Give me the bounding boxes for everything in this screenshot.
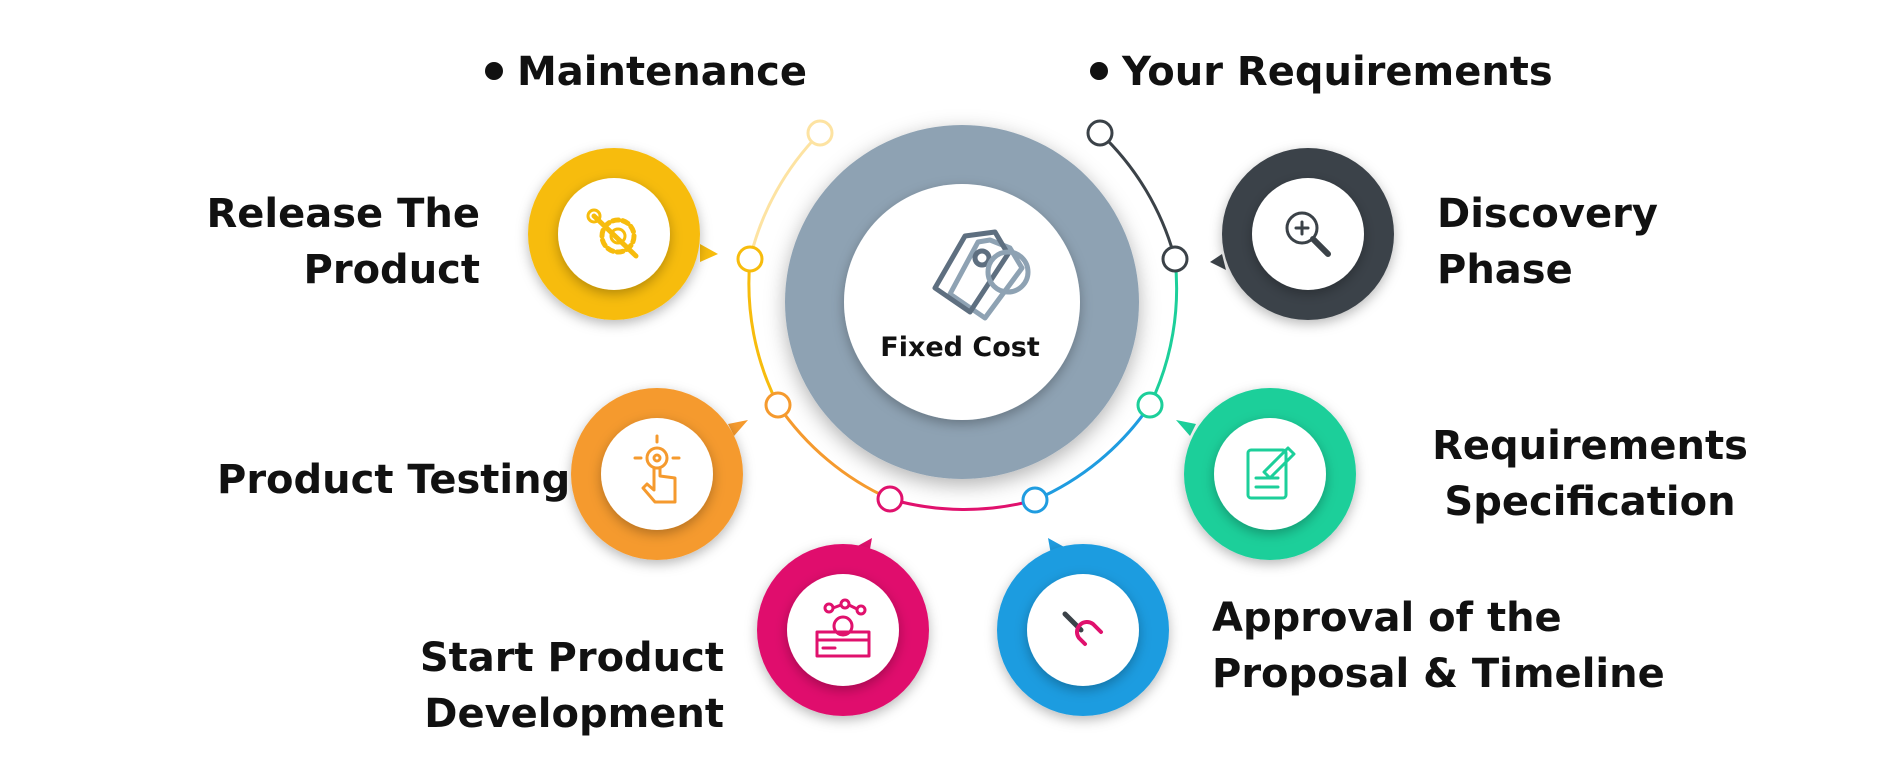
connector-dot [1136, 391, 1164, 419]
label-line: Release The [206, 191, 480, 237]
center-title: Fixed Cost [880, 332, 1040, 363]
badge-inner-disc [1214, 418, 1326, 530]
label-line: Product Testing [217, 457, 571, 503]
step-badge-requirements [1176, 388, 1356, 560]
label-discovery: Discovery Phase [1437, 186, 1658, 298]
label-line: Discovery [1437, 191, 1658, 237]
label-testing: Product Testing [217, 452, 570, 508]
label-approval: Approval of the Proposal & Timeline [1212, 590, 1665, 702]
bullet-dot [1090, 62, 1108, 80]
magnifier-icon [1285, 211, 1331, 257]
connector-dot [1161, 245, 1189, 273]
connector-dot [736, 245, 764, 273]
label-line: Requirements [1432, 423, 1748, 469]
handshake-icon [1062, 611, 1103, 646]
badge-inner-disc [601, 418, 713, 530]
label-requirements: Requirements Specification [1400, 418, 1780, 530]
step-badge-approval [997, 538, 1169, 716]
price-tag-icon [932, 229, 1031, 321]
badge-pointer [728, 420, 748, 436]
step-badge-release [528, 148, 718, 320]
label-line: Phase [1437, 247, 1573, 293]
label-development: Start Product Development [420, 630, 724, 742]
connector-arcs [747, 131, 1179, 511]
label-line: Approval of the [1212, 595, 1562, 641]
label-line: Proposal & Timeline [1212, 651, 1665, 697]
label-line: Start Product [419, 635, 724, 681]
connector-dot [1086, 119, 1114, 147]
bullet-text: Maintenance [517, 49, 808, 95]
badge-pointer [1210, 254, 1226, 270]
badge-inner-disc [1252, 178, 1364, 290]
badge-inner-disc [787, 574, 899, 686]
touch-gesture-icon [633, 434, 681, 504]
bullet-dot [485, 62, 503, 80]
label-line: Specification [1444, 479, 1736, 525]
bullet-your-requirements: Your Requirements [1090, 44, 1553, 100]
label-release: Release The Product [206, 186, 480, 298]
box-gear-icon [815, 598, 871, 658]
wrench-gear-icon [586, 208, 639, 259]
connector-dot [876, 485, 904, 513]
document-edit-icon [1246, 446, 1296, 500]
connector-dot [806, 119, 834, 147]
badge-pointer [700, 244, 718, 262]
badge-pointer [1176, 420, 1196, 436]
step-badge-development [757, 538, 929, 716]
step-badge-testing [571, 388, 748, 560]
step-badge-discovery [1210, 148, 1394, 320]
bullet-maintenance: Maintenance [485, 44, 807, 100]
label-line: Product [303, 247, 480, 293]
connector-dots [736, 119, 1189, 514]
connector-dot [764, 391, 792, 419]
bullet-text: Your Requirements [1122, 49, 1553, 95]
label-line: Development [424, 691, 724, 737]
connector-dot [1021, 486, 1049, 514]
